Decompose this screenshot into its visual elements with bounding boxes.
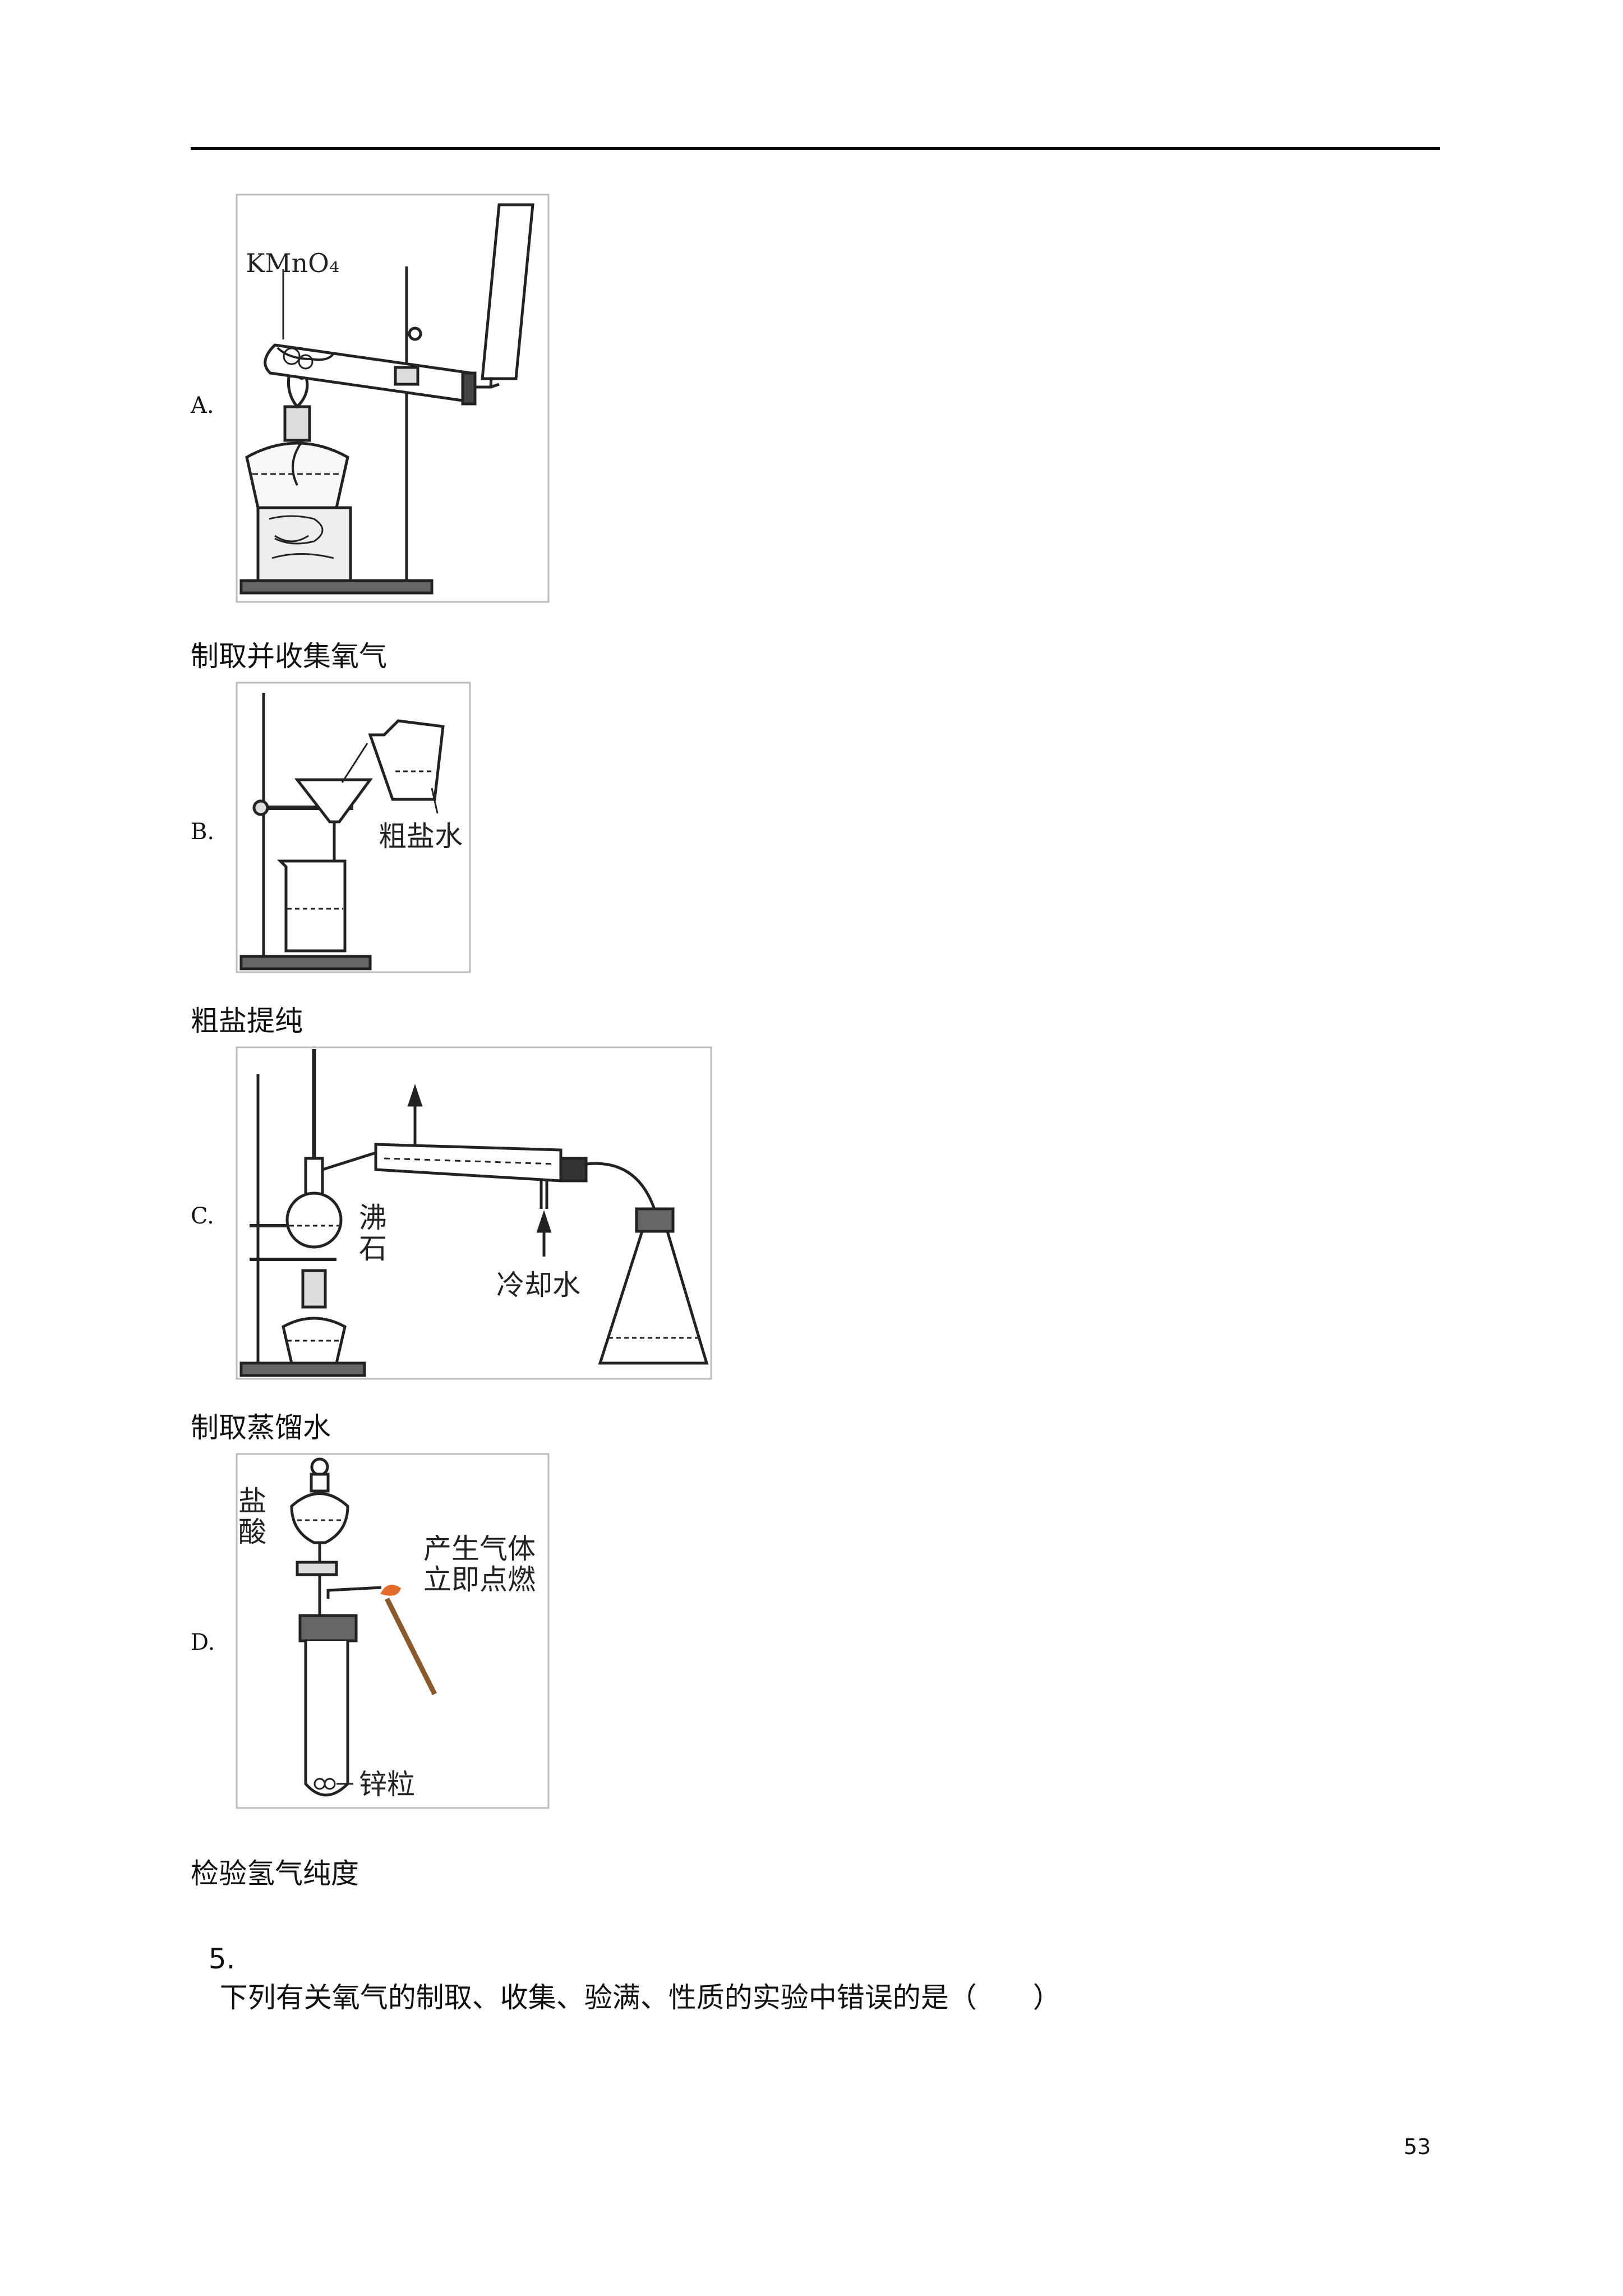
option-c-caption: 制取蒸馏水 [191, 1411, 331, 1444]
label-acid-1: 盐 [238, 1485, 266, 1517]
option-c-letter: C. [191, 1203, 214, 1229]
option-a-letter: A. [191, 393, 214, 418]
page-number: 53 [1404, 2134, 1431, 2159]
label-zinc-granules: 锌粒 [359, 1768, 415, 1801]
label-salt-water: 粗盐水 [379, 820, 463, 853]
label-boiling-chips-1: 沸 [359, 1202, 387, 1234]
figure-c-distillation: 沸 石 冷却水 [236, 1046, 712, 1380]
label-kmno4: KMnO₄ [246, 248, 340, 278]
label-cooling-water: 冷却水 [496, 1269, 580, 1301]
header-rule [191, 147, 1440, 150]
figure-a-oxygen-apparatus: KMnO₄ [236, 194, 550, 603]
question-5: 5. 下列有关氧气的制取、收集、验满、性质的实验中错误的是（ ） [191, 1910, 1061, 2016]
label-ignite-note-1: 产生气体 [423, 1533, 536, 1565]
option-d-caption: 检验氢气纯度 [191, 1857, 359, 1890]
question-text: 下列有关氧气的制取、收集、验满、性质的实验中错误的是（ ） [219, 1981, 1061, 2014]
figure-b-filtration: 粗盐水 [236, 682, 471, 973]
option-b-caption: 粗盐提纯 [191, 1005, 303, 1037]
figure-d-hydrogen-test: 盐 酸 产生气体 立即点燃 锌粒 [236, 1453, 550, 1809]
label-ignite-note-2: 立即点燃 [423, 1563, 536, 1596]
question-number: 5. [208, 1943, 236, 1975]
label-boiling-chips-2: 石 [359, 1232, 387, 1265]
label-acid-2: 酸 [238, 1516, 266, 1548]
option-a-caption: 制取并收集氧气 [191, 640, 387, 673]
option-b-letter: B. [191, 819, 215, 845]
option-d-letter: D. [191, 1630, 215, 1655]
